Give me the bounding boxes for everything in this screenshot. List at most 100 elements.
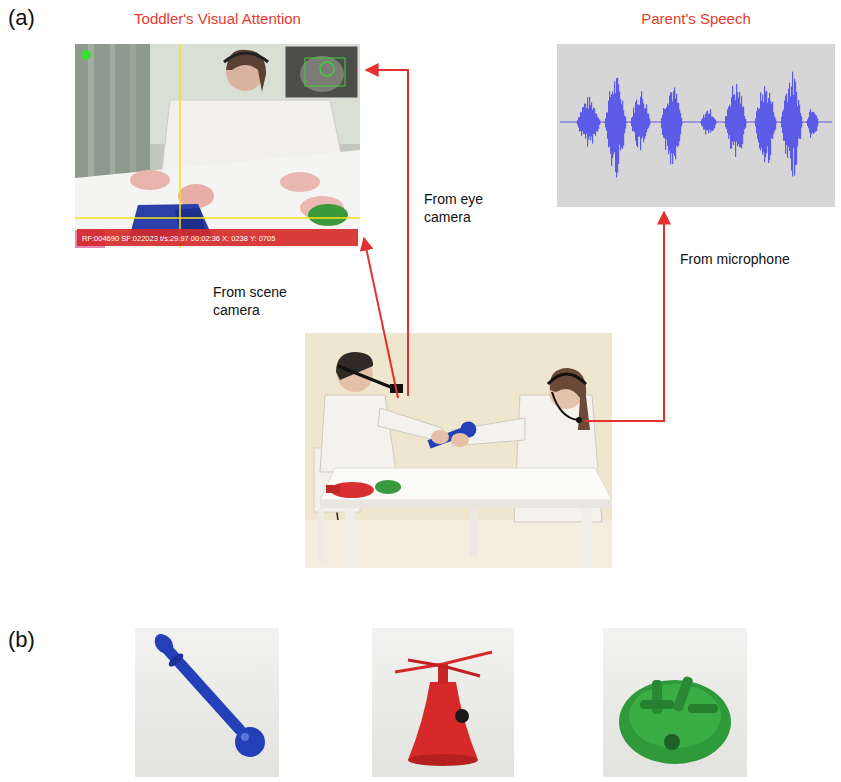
waveform-bar bbox=[678, 103, 679, 146]
waveform-bar bbox=[643, 104, 644, 142]
waveform-bar bbox=[644, 109, 645, 139]
waveform-bar bbox=[713, 118, 714, 130]
figure-shape bbox=[326, 485, 340, 493]
waveform-bar bbox=[739, 92, 740, 147]
waveform-bar bbox=[680, 113, 681, 134]
figure-shape bbox=[280, 172, 320, 192]
waveform-bar bbox=[679, 110, 680, 142]
speech-waveform bbox=[557, 44, 835, 207]
waveform-bar bbox=[776, 122, 777, 123]
waveform-bar bbox=[799, 105, 800, 139]
waveform-bar bbox=[795, 82, 796, 165]
figure-shape bbox=[364, 238, 398, 398]
figure-shape bbox=[130, 170, 170, 190]
figure-shape bbox=[320, 500, 612, 508]
toy-photo-blue bbox=[135, 628, 279, 777]
figure-shape bbox=[75, 44, 360, 248]
figure-shape bbox=[585, 212, 664, 421]
figure-shape bbox=[664, 734, 680, 750]
figure-shape bbox=[372, 628, 514, 777]
speech-panel: Parent's Speech bbox=[557, 44, 835, 207]
figure-shape bbox=[366, 70, 408, 396]
waveform-bar bbox=[798, 100, 799, 138]
waveform-bar bbox=[624, 116, 625, 133]
figure-shape bbox=[408, 754, 478, 766]
figure-shape bbox=[285, 46, 358, 98]
panel-heading: Parent's Speech bbox=[641, 10, 751, 27]
waveform-bar bbox=[646, 104, 647, 132]
waveform-bar bbox=[706, 111, 707, 129]
waveform-bar bbox=[816, 116, 817, 131]
figure-shape bbox=[426, 419, 478, 451]
waveform-bar bbox=[599, 120, 600, 125]
waveform-bar bbox=[810, 109, 811, 138]
figure-shape bbox=[603, 628, 747, 777]
toddler-view-panel: Toddler's Visual AttentionRF:004690 SF:0… bbox=[75, 44, 360, 248]
waveform-bar bbox=[818, 122, 819, 123]
waveform-bar bbox=[595, 114, 596, 136]
waveform-bar bbox=[772, 102, 773, 139]
figure-shape bbox=[320, 395, 396, 472]
figure-shape bbox=[318, 508, 324, 563]
waveform-bar bbox=[774, 117, 775, 132]
waveform-bar bbox=[766, 91, 767, 153]
waveform-bar bbox=[715, 120, 716, 125]
waveform-bar bbox=[745, 119, 746, 128]
waveform-bar bbox=[746, 122, 747, 123]
figure-shape bbox=[455, 709, 469, 723]
waveform-bar bbox=[733, 95, 734, 145]
waveform-bar bbox=[647, 114, 648, 129]
waveform-bar bbox=[712, 117, 713, 131]
waveform-bar bbox=[703, 115, 704, 130]
waveform-bar bbox=[585, 104, 586, 139]
waveform-bar bbox=[811, 112, 812, 134]
waveform-bar bbox=[743, 106, 744, 134]
setup-photo bbox=[305, 333, 612, 568]
waveform-bar bbox=[802, 122, 803, 123]
waveform-bar bbox=[775, 118, 776, 129]
waveform-bar bbox=[711, 117, 712, 131]
panel-heading: Toddler's Visual Attention bbox=[134, 10, 301, 27]
figure-shape bbox=[688, 704, 718, 713]
waveform-bar bbox=[587, 97, 588, 146]
waveform-bar bbox=[708, 114, 709, 133]
figure-shape bbox=[345, 508, 355, 568]
figure-shape bbox=[224, 53, 268, 62]
waveform-bar bbox=[741, 96, 742, 148]
panel-letter: (a) bbox=[8, 4, 35, 33]
waveform-bar bbox=[597, 117, 598, 132]
figure-shape bbox=[81, 50, 91, 60]
waveform-bar bbox=[769, 93, 770, 160]
waveform-bar bbox=[612, 92, 613, 159]
figure-shape bbox=[375, 480, 401, 494]
waveform-bar bbox=[638, 104, 639, 136]
figure-shape bbox=[582, 508, 592, 568]
figure-shape bbox=[320, 468, 612, 500]
waveform-bar bbox=[773, 112, 774, 134]
figure-shape bbox=[408, 682, 478, 760]
figure-shape bbox=[151, 630, 177, 657]
waveform-bar bbox=[650, 122, 651, 123]
figure-shape bbox=[135, 628, 279, 777]
waveform-bar bbox=[593, 108, 594, 134]
toddler-view-image bbox=[75, 44, 360, 248]
waveform-bar bbox=[641, 91, 642, 138]
arrow-label: From eye camera bbox=[424, 190, 496, 226]
figure-shape bbox=[308, 204, 348, 226]
figure-shape bbox=[167, 651, 186, 669]
panel-letter: (b) bbox=[8, 626, 35, 655]
figure-shape bbox=[338, 366, 398, 390]
figure-shape bbox=[305, 58, 345, 86]
waveform-bar bbox=[617, 78, 618, 173]
waveform-bar bbox=[616, 78, 617, 177]
waveform-bursts bbox=[576, 72, 819, 178]
waveform-bar bbox=[800, 113, 801, 139]
waveform-bar bbox=[649, 118, 650, 125]
figure-shape bbox=[470, 508, 478, 556]
figure-shape bbox=[451, 433, 469, 447]
waveform-bar bbox=[760, 92, 761, 150]
waveform-bar bbox=[792, 72, 793, 177]
waveform-bar bbox=[670, 92, 671, 164]
figure-shape bbox=[320, 62, 334, 76]
